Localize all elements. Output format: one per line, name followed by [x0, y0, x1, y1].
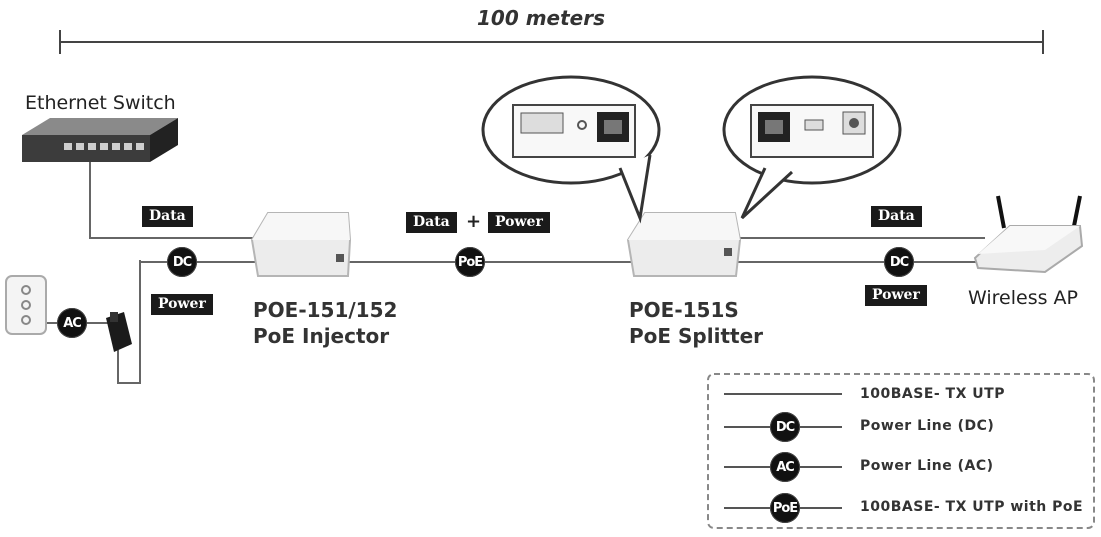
distance-measure-line [59, 30, 1044, 54]
splitter-type-label: PoE Splitter [629, 324, 764, 348]
data-tag-right: Data [871, 206, 922, 227]
plus-sign: + [466, 211, 482, 232]
ethernet-switch-icon [22, 118, 178, 162]
legend-label-ac: Power Line (AC) [860, 458, 994, 474]
legend-box [707, 373, 1095, 529]
dc-badge-right: DC [884, 247, 914, 277]
power-tag-left: Power [151, 294, 213, 315]
splitter-model-label: POE-151S [629, 298, 739, 322]
data-tag-mid: Data [406, 212, 457, 233]
dc-badge-left: DC [167, 247, 197, 277]
ac-badge-left: AC [57, 308, 87, 338]
legend-label-poe: 100BASE- TX UTP with PoE [860, 499, 1084, 515]
power-tag-right: Power [865, 285, 927, 306]
injector-model-label: POE-151/152 [253, 298, 398, 322]
legend-label-utp: 100BASE- TX UTP [860, 386, 1005, 402]
ap-label: Wireless AP [968, 287, 1078, 309]
poe-badge-mid: PoE [455, 247, 485, 277]
splitter-port-callout-right [722, 75, 902, 220]
cables [28, 162, 985, 384]
data-tag-left: Data [142, 206, 193, 227]
wireless-ap-icon [973, 195, 1084, 274]
distance-label: 100 meters [477, 6, 606, 30]
poe-injector-icon [250, 212, 352, 277]
legend-poe-badge: PoE [770, 493, 800, 523]
injector-type-label: PoE Injector [253, 324, 390, 348]
legend-label-dc: Power Line (DC) [860, 418, 995, 434]
cable-switch-to-injector [89, 162, 258, 239]
legend-ac-badge: AC [770, 452, 800, 482]
power-adapter-icon [106, 312, 132, 352]
wall-outlet-icon [5, 275, 47, 335]
splitter-port-callout-left [481, 75, 661, 224]
power-tag-mid: Power [488, 212, 550, 233]
switch-label: Ethernet Switch [25, 92, 176, 114]
legend-dc-badge: DC [770, 412, 800, 442]
poe-splitter-icon [626, 212, 742, 277]
cable-dc-to-injector [117, 260, 141, 384]
